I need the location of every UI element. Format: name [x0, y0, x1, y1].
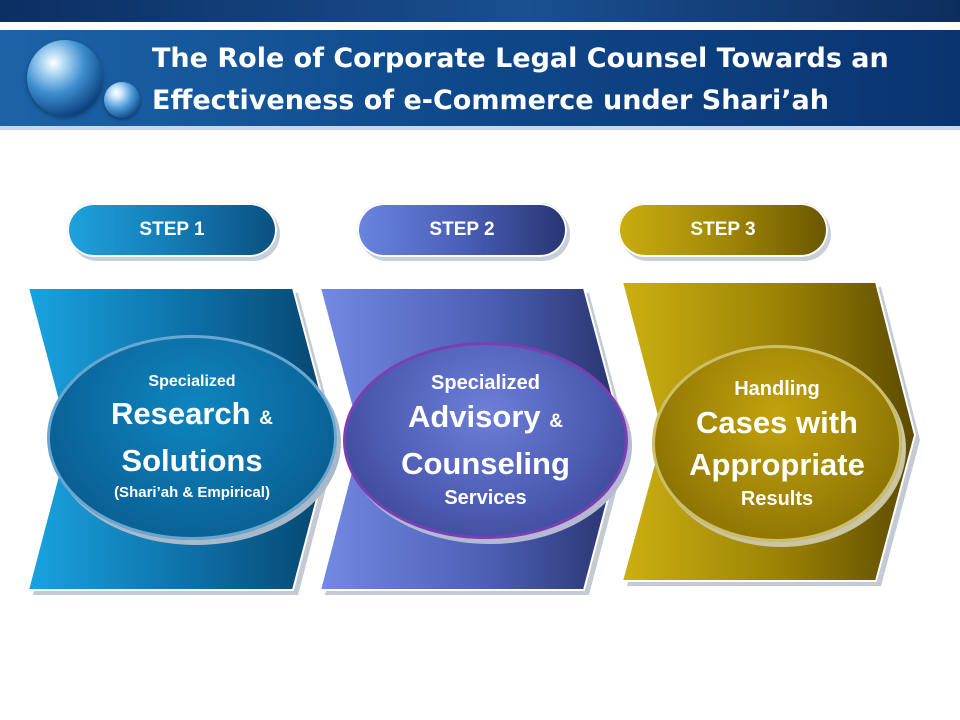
- step-3-line-4: Results: [740, 487, 814, 510]
- step-3-label: STEP 3: [618, 203, 828, 257]
- step-1-line-3: Solutions: [121, 443, 263, 478]
- step-3-line-1: Handling: [734, 377, 820, 400]
- step-1-line-1: Specialized: [148, 373, 236, 390]
- title-banner: [0, 30, 960, 130]
- globe-small-icon: [104, 82, 140, 118]
- step-2-line-2: Advisory &: [407, 399, 564, 434]
- step-1-line-4: (Shari’ah & Empirical): [114, 484, 270, 501]
- slide-title-line-1: The Role of Corporate Legal Counsel Towa…: [152, 43, 889, 74]
- step-2-label: STEP 2: [357, 203, 567, 257]
- step-2-oval: Specialized Advisory & Counseling Servic…: [343, 342, 628, 539]
- globe-large-icon: [27, 40, 103, 116]
- step-1-line-2: Research &: [111, 396, 273, 431]
- slide-title: The Role of Corporate Legal Counsel Towa…: [152, 38, 942, 122]
- step-1-oval: Specialized Research & Solutions (Shari’…: [47, 335, 337, 540]
- step-1-label: STEP 1: [67, 203, 277, 257]
- step-2-line-4: Services: [444, 487, 527, 509]
- top-accent-bar: [0, 0, 960, 22]
- step-3-line-3: Appropriate: [689, 446, 865, 482]
- step-3-oval: Handling Cases with Appropriate Results: [652, 345, 902, 542]
- step-2-line-1: Specialized: [431, 372, 540, 394]
- step-2-line-3: Counseling: [401, 446, 570, 481]
- step-3-line-2: Cases with: [696, 404, 858, 440]
- slide-title-line-2: Effectiveness of e-Commerce under Shari’…: [152, 85, 829, 116]
